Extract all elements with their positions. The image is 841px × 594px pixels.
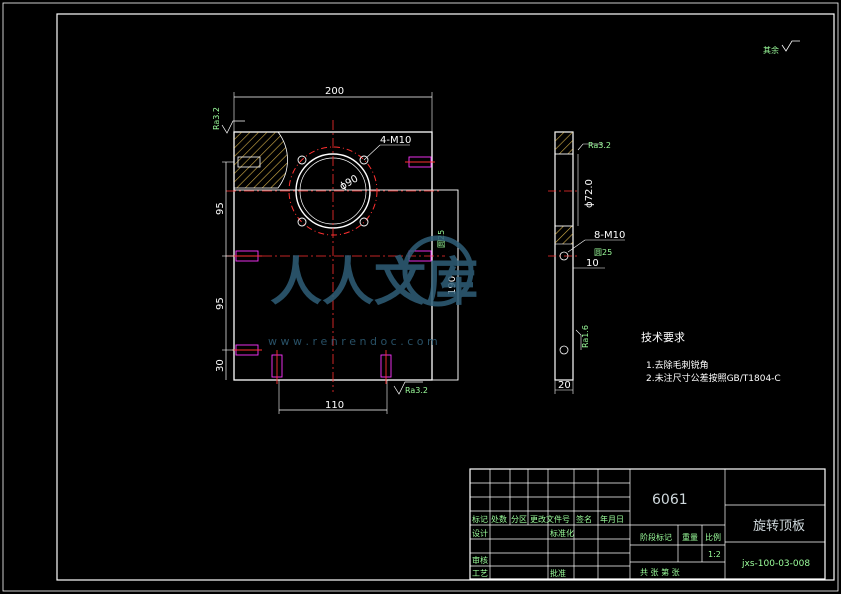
bolt-hole-4 <box>359 217 369 227</box>
dim-width-200: 200 <box>325 86 344 97</box>
side-roughness-label-bottom: Ra1.6 <box>581 325 590 348</box>
bolt-hole-3 <box>297 217 307 227</box>
label-process: 工艺 <box>472 569 488 578</box>
roughness-label-top: Ra3.2 <box>212 107 221 130</box>
label-standardize: 标准化 <box>550 528 574 538</box>
inner-frame-border <box>56 13 835 581</box>
bolt-hole-1 <box>297 155 307 165</box>
side-dim-depth: 圆25 <box>594 248 612 257</box>
general-roughness-label: 其余 <box>763 45 779 55</box>
tech-requirement-1: 1.去除毛刺锐角 <box>646 359 709 371</box>
side-roughness-icon-top <box>577 143 603 151</box>
tech-requirement-2: 2.未注尺寸公差按照GB/T1804-C <box>646 372 781 384</box>
side-view: ϕ72.0 8-M10 圆25 10 20 Ra3.2 Ra1.6 <box>548 131 625 394</box>
side-section-hatch-bottom <box>554 225 574 245</box>
title-block <box>469 468 826 580</box>
dim-height-95-top: 95 <box>215 202 226 215</box>
roughness-symbol-icon <box>781 40 800 52</box>
label-approve: 批准 <box>550 568 566 578</box>
label-design: 设计 <box>472 528 488 538</box>
header-change-doc: 更改文件号 <box>530 514 570 524</box>
tech-requirements-title: 技术要求 <box>641 331 685 344</box>
watermark-url: w w w . r e n r e n d o c . c o m <box>268 335 438 348</box>
label-stage-mark: 阶段标记 <box>640 532 672 542</box>
label-ratio: 比例 <box>705 532 721 542</box>
header-signature: 签名 <box>576 514 592 524</box>
general-roughness-note: 其余 <box>763 40 800 55</box>
header-mark: 标记 <box>472 514 488 524</box>
title-block-text: 标记 处数 分区 更改文件号 签名 年月日 设计 标准化 审核 工艺 批准 60… <box>472 492 810 578</box>
watermark-logo: 人人文库 w w w . r e n r e n d o c . c o m <box>268 235 478 348</box>
front-section-hatch <box>233 131 288 189</box>
watermark-main: 人人文库 <box>270 253 478 313</box>
drawing-number: jxs-100-03-008 <box>741 559 810 569</box>
side-dim-thickness: 20 <box>558 380 571 391</box>
dim-height-30: 30 <box>215 359 226 372</box>
roughness-icon-top <box>221 120 245 134</box>
side-section-hatch-top <box>554 131 574 155</box>
side-hole-2 <box>559 345 569 355</box>
label-review: 审核 <box>472 555 488 565</box>
roughness-icon-bottom <box>393 381 423 395</box>
side-roughness-label-top: Ra3.2 <box>588 141 611 150</box>
header-date: 年月日 <box>600 514 624 524</box>
front-view: 200 95 <box>212 86 459 414</box>
callout-4-m10: 4-M10 <box>380 135 411 146</box>
bolt-hole-2 <box>359 155 369 165</box>
material-label: 6061 <box>652 492 688 508</box>
side-roughness-icon-bottom <box>575 329 582 350</box>
dim-height-95-bottom: 95 <box>215 297 226 310</box>
sheets-label: 共 张 第 张 <box>640 567 680 577</box>
roughness-label-bottom: Ra3.2 <box>405 386 428 395</box>
tech-requirements: 技术要求 1.去除毛刺锐角 2.未注尺寸公差按照GB/T1804-C <box>641 331 781 384</box>
header-count: 处数 <box>491 514 507 524</box>
scale-value: 1:2 <box>708 550 721 559</box>
side-dim-offset: 10 <box>586 258 599 269</box>
part-name: 旋转顶板 <box>753 519 805 534</box>
side-dim-diameter: ϕ72.0 <box>584 179 595 208</box>
side-callout-8-m10: 8-M10 <box>594 230 625 241</box>
header-zone: 分区 <box>511 515 527 524</box>
label-weight: 重量 <box>682 532 698 542</box>
dim-height-190: 190 <box>447 276 458 295</box>
dim-bottom-110: 110 <box>325 400 344 411</box>
side-hole-1 <box>559 251 569 261</box>
